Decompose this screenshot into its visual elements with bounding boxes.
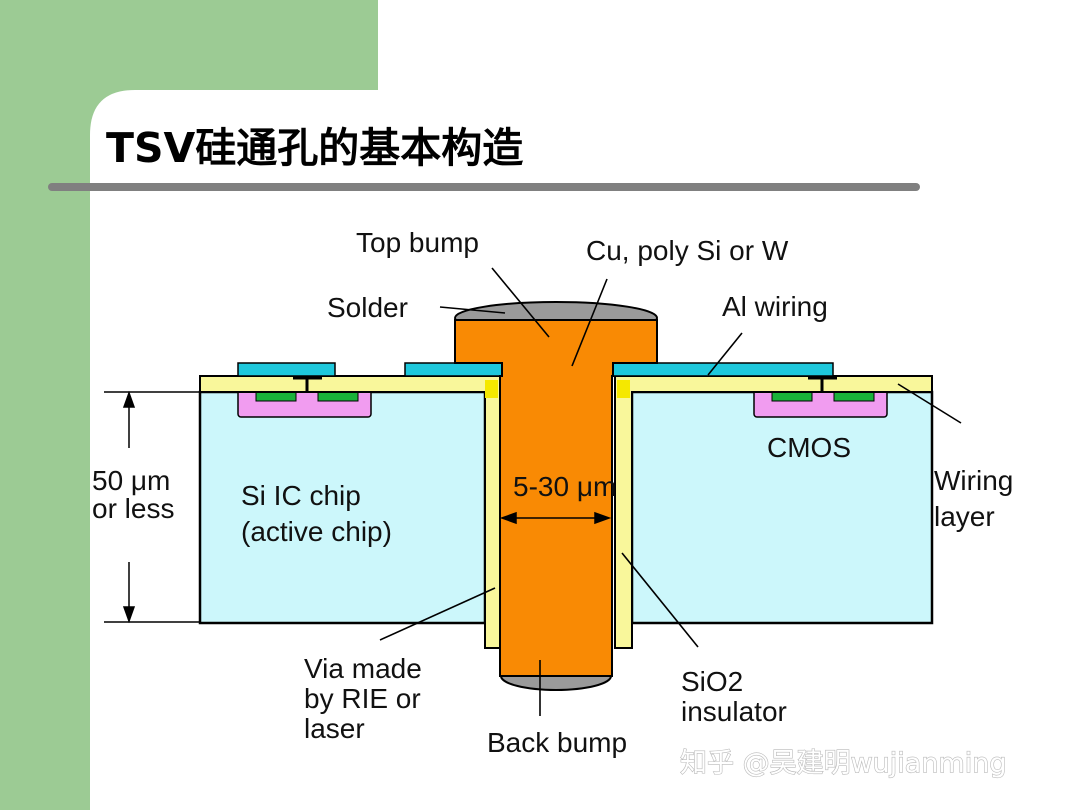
contact-t-left: [293, 376, 322, 392]
via-metal: [454, 319, 658, 677]
label-chip-1: Si IC chip: [241, 480, 361, 511]
label-back-bump: Back bump: [487, 727, 627, 758]
via-corner-left: [485, 380, 498, 398]
label-sio2-2: insulator: [681, 696, 787, 727]
pad-center: [404, 362, 503, 377]
thickness-dimension: [104, 390, 200, 624]
contact-t-right: [808, 376, 837, 392]
label-sio2-1: SiO2: [681, 666, 743, 697]
leader-lines: [379, 267, 962, 716]
label-thickness-1: 50 μm: [92, 465, 170, 496]
green-top-band: [0, 0, 378, 810]
label-via-made-2: by RIE or: [304, 683, 421, 714]
via-corner-right: [617, 380, 630, 398]
si-chip-left: [198, 390, 487, 625]
si-chip-right: [630, 390, 934, 625]
cmos-contact: [255, 391, 297, 402]
label-via-width: 5-30 μm: [513, 471, 616, 502]
label-top-bump: Top bump: [356, 227, 479, 258]
label-chip-2: (active chip): [241, 516, 392, 547]
label-via-made-3: laser: [304, 713, 365, 744]
label-wiring-layer-2: layer: [934, 501, 995, 532]
wiring-layer-right: [614, 375, 933, 649]
label-solder: Solder: [327, 292, 408, 323]
cmos-contact: [833, 391, 875, 402]
label-thickness-2: or less: [92, 493, 174, 524]
cmos-contact: [317, 391, 359, 402]
label-via-fill: Cu, poly Si or W: [586, 235, 789, 266]
title-rule: [48, 183, 920, 191]
label-al-wiring: Al wiring: [722, 291, 828, 322]
watermark: 知乎 @吴建明wujianming: [680, 748, 1007, 779]
via-width-dimension: [499, 511, 612, 525]
label-via-made-1: Via made: [304, 653, 422, 684]
slide-title: TSV硅通孔的基本构造: [106, 124, 523, 172]
label-cmos: CMOS: [767, 432, 851, 463]
al-wiring-strip: [612, 362, 834, 377]
label-wiring-layer-1: Wiring: [934, 465, 1013, 496]
cmos-contact: [771, 391, 813, 402]
pad-left: [237, 362, 336, 377]
